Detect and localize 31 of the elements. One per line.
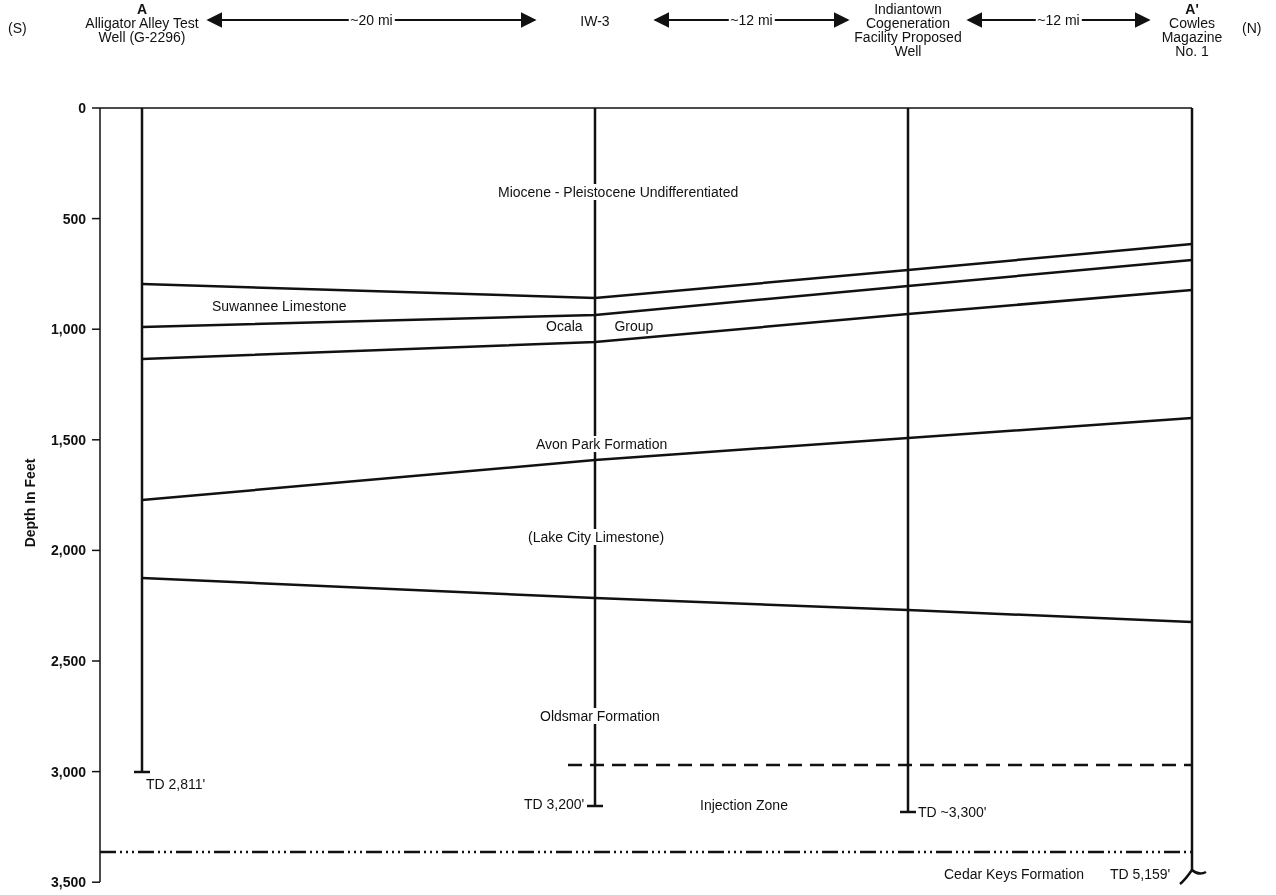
tick-label: 3,500 [50, 874, 86, 890]
well-name: Cowles Magazine No. 1 [1160, 16, 1224, 58]
edge-label: ~20 mi [348, 12, 395, 28]
formation-label: Oldsmar Formation [540, 708, 660, 724]
edge-label: ~12 mi [728, 12, 775, 28]
zone-label: Injection Zone [700, 797, 788, 813]
tick-label: 500 [62, 211, 86, 227]
tick-label: 2,000 [50, 542, 86, 558]
formation-label: Cedar Keys Formation [944, 866, 1085, 882]
total-depth-label: TD 3,200' [524, 796, 585, 812]
edge-label: ~12 mi [1035, 12, 1082, 28]
total-depth-label: TD 2,811' [146, 776, 206, 792]
formation-label: Suwannee Limestone [212, 298, 347, 314]
tick-label: 0 [78, 100, 86, 116]
total-depth-label: TD ~3,300' [918, 804, 987, 820]
formation-label: Miocene - Pleistocene Undifferentiated [498, 184, 739, 200]
tick-label: 2,500 [50, 653, 86, 669]
well-name: Indiantown Cogeneration Facility Proposed Well [853, 2, 963, 58]
total-depth-label: TD 5,159' [1110, 866, 1171, 882]
compass-label: (S) [8, 20, 27, 36]
formation-label: Ocala Group [546, 318, 654, 334]
section-end-letter: A [135, 2, 149, 16]
well-name: Alligator Alley Test Well (G-2296) [84, 16, 200, 44]
section-end-letter: A' [1184, 2, 1200, 16]
formation-label: Avon Park Formation [536, 436, 668, 452]
tick-label: 1,500 [50, 432, 86, 448]
tick-label: 1,000 [50, 321, 86, 337]
tick-label: 3,000 [50, 764, 86, 780]
well-name: IW-3 [579, 14, 611, 28]
formation-label: (Lake City Limestone) [528, 529, 665, 545]
compass-label: (N) [1242, 20, 1262, 36]
